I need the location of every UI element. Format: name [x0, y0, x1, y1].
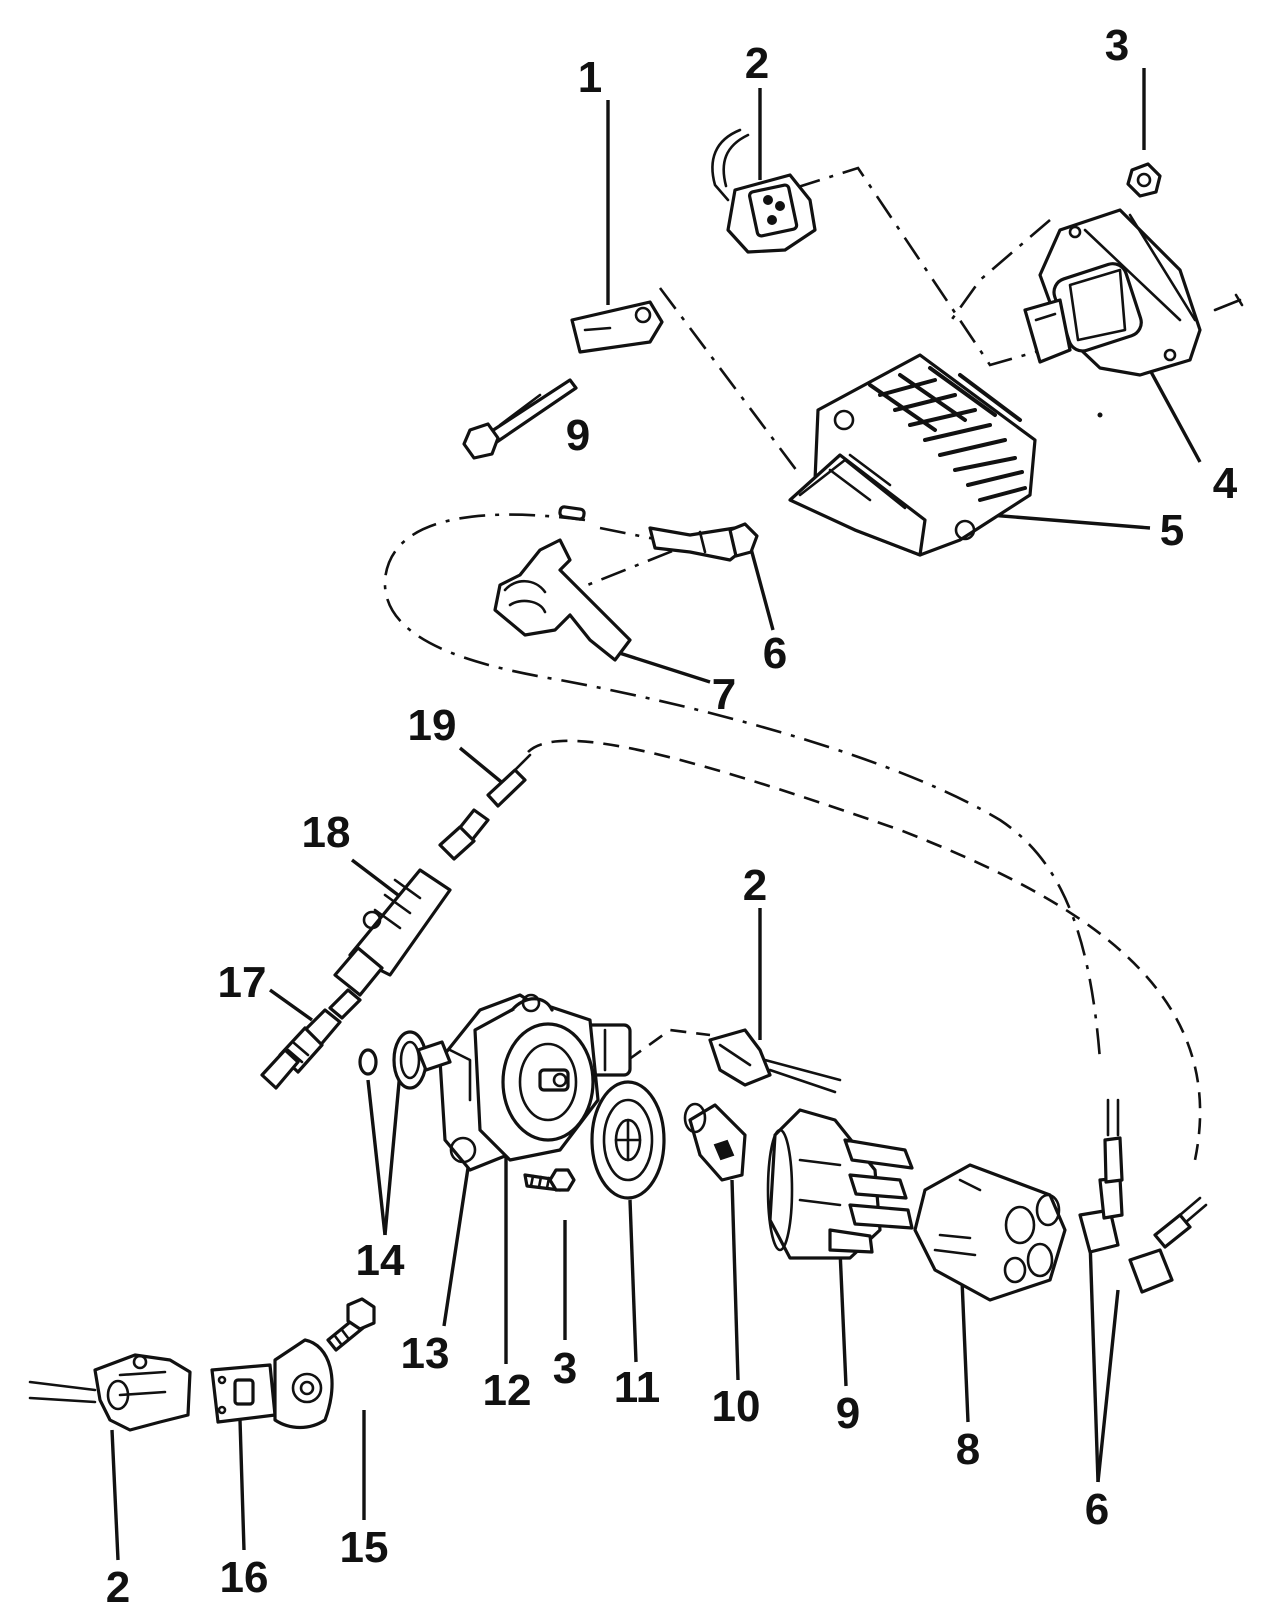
igniter-module-part-4 [1023, 208, 1244, 377]
callout-3-lower: 3 [553, 1344, 577, 1393]
spark-plug-part-17 [260, 988, 362, 1090]
bracket-bolt-part-1 [462, 300, 664, 460]
callout-2-middle: 2 [743, 861, 767, 910]
callout-1: 1 [578, 53, 602, 102]
callout-18: 18 [302, 808, 351, 857]
ignition-coil-part-5 [788, 353, 1037, 557]
lead-boots-part-6-lower [1078, 1098, 1208, 1294]
distributor-cap-part-9-lower [766, 1108, 914, 1260]
bolt-part-15 [326, 1297, 376, 1352]
callout-17: 17 [218, 958, 267, 1007]
wire-connector-part-2-top [711, 128, 817, 254]
coil-lead-boot-part-6-upper [648, 522, 759, 562]
callout-5: 5 [1160, 506, 1184, 555]
distributor-body-part-12 [473, 993, 600, 1162]
plug-boot-part-18 [333, 808, 490, 997]
callout-7: 7 [712, 670, 736, 719]
callout-6-upper: 6 [763, 629, 787, 678]
wire-end-part-19 [486, 753, 532, 808]
callout-11: 11 [614, 1363, 661, 1412]
callout-13: 13 [401, 1329, 450, 1378]
callout-19: 19 [408, 701, 457, 750]
cap-cover-part-8 [913, 1163, 1067, 1302]
callout-14: 14 [356, 1236, 405, 1285]
screw-part-3-lower [523, 1168, 576, 1192]
lead-end-part-9-upper [558, 505, 586, 521]
callout-9-upper: 9 [566, 411, 590, 460]
assembly-centerlines [383, 166, 1202, 1161]
callout-9-lower: 9 [836, 1389, 860, 1438]
o-rings-part-14 [358, 1030, 428, 1090]
callout-12: 12 [483, 1366, 532, 1415]
sensor-body-part-16 [210, 1338, 334, 1430]
callout-10: 10 [712, 1382, 761, 1431]
callout-4: 4 [1213, 459, 1238, 508]
leader-lines [110, 68, 1202, 1561]
rotor-bracket-part-7 [493, 538, 632, 662]
callout-15: 15 [340, 1523, 389, 1572]
callout-8: 8 [956, 1425, 980, 1474]
rotor-part-10 [683, 1102, 747, 1182]
nut-part-3-top [1126, 162, 1162, 198]
stray-dot [1097, 412, 1103, 418]
callout-6-lower: 6 [1085, 1485, 1109, 1534]
wire-connector-part-2-bottom [28, 1353, 192, 1432]
callout-16: 16 [220, 1553, 269, 1602]
signal-plate-part-11 [590, 1080, 666, 1200]
callout-2-top: 2 [745, 39, 769, 88]
callout-3-top: 3 [1105, 21, 1129, 70]
callout-2-bottom: 2 [106, 1563, 130, 1609]
callout-labels: 1 2 3 4 5 6 7 9 19 18 17 2 14 13 12 3 11… [106, 21, 1238, 1609]
